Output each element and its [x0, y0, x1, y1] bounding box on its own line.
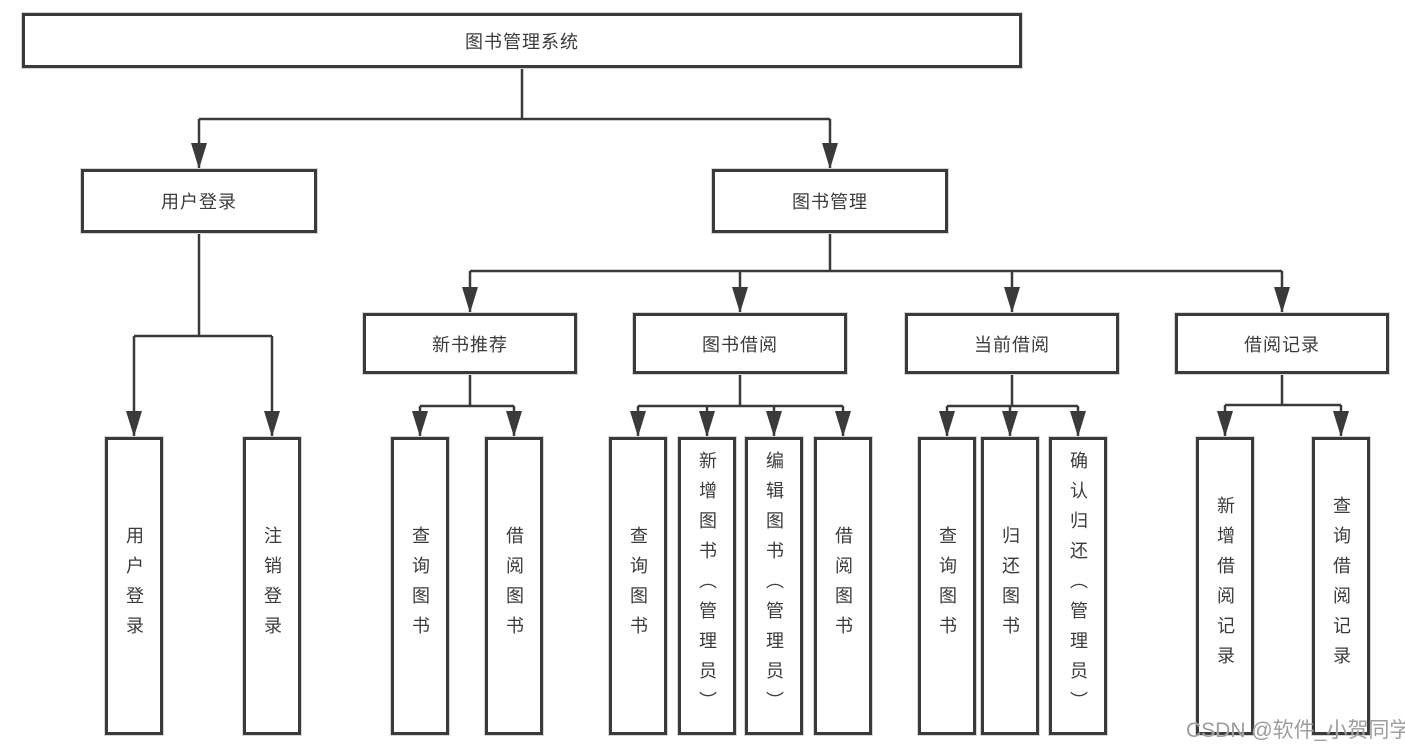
arrowhead-icon [1004, 287, 1020, 313]
arrowhead-icon [1274, 287, 1290, 313]
arrowhead-icon [126, 411, 142, 437]
node-book-management: 图书管理 [712, 169, 948, 233]
connector-root-to-level2 [197, 67, 832, 169]
leaf-add-books-admin: 新增图书（管理员） [678, 437, 736, 735]
node-label: 新书推荐 [432, 334, 508, 355]
leaf-label: 查询图书 [937, 526, 957, 646]
node-new-book-recommend: 新书推荐 [363, 313, 577, 374]
arrowhead-icon [506, 411, 522, 437]
connector-borrow-records-to-leaves [1223, 374, 1343, 437]
arrowhead-icon [699, 411, 715, 437]
leaf-borrow-books: 借阅图书 [814, 437, 872, 735]
arrowhead-icon [822, 143, 838, 169]
leaf-label: 注销登录 [262, 526, 282, 646]
node-root-library-management-system: 图书管理系统 [22, 13, 1022, 68]
node-label: 当前借阅 [974, 334, 1050, 355]
leaf-recommend-query-books: 查询图书 [391, 437, 449, 735]
arrowhead-icon [462, 287, 478, 313]
arrowhead-icon [732, 287, 748, 313]
leaf-label: 查询图书 [410, 526, 430, 646]
leaf-borrow-query-books: 查询图书 [609, 437, 667, 735]
arrowhead-icon [835, 411, 851, 437]
leaf-label: 查询借阅记录 [1331, 496, 1351, 676]
leaf-label: 确认归还（管理员） [1068, 451, 1088, 721]
leaf-label: 借阅图书 [833, 526, 853, 646]
node-label: 图书管理 [792, 192, 868, 212]
leaf-label: 编辑图书（管理员） [764, 451, 784, 721]
arrowhead-icon [939, 411, 955, 437]
csdn-watermark: CSDN @软件_小贺同学 [1186, 719, 1405, 742]
node-label: 借阅记录 [1244, 334, 1320, 355]
leaf-return-books: 归还图书 [981, 437, 1039, 735]
node-user-login: 用户登录 [81, 169, 317, 233]
arrowhead-icon [1217, 411, 1233, 437]
node-label: 图书借阅 [702, 334, 778, 355]
leaf-label: 借阅图书 [504, 526, 524, 646]
node-current-borrow: 当前借阅 [905, 313, 1119, 374]
connector-book-management-to-level3 [468, 233, 1284, 313]
connector-user-login-to-leaves [132, 233, 274, 437]
node-book-borrow: 图书借阅 [633, 313, 847, 374]
leaf-current-query-books: 查询图书 [918, 437, 976, 735]
leaf-edit-books-admin: 编辑图书（管理员） [745, 437, 803, 735]
arrowhead-icon [264, 411, 280, 437]
connector-book-borrow-to-leaves [636, 374, 845, 437]
leaf-label: 新增借阅记录 [1215, 496, 1235, 676]
arrowhead-icon [766, 411, 782, 437]
node-borrow-records: 借阅记录 [1175, 313, 1389, 374]
leaf-label: 新增图书（管理员） [697, 451, 717, 721]
leaf-recommend-borrow-books: 借阅图书 [485, 437, 543, 735]
arrowhead-icon [1002, 411, 1018, 437]
node-label: 用户登录 [161, 192, 237, 212]
node-label: 图书管理系统 [465, 31, 579, 52]
leaf-add-borrow-record: 新增借阅记录 [1196, 437, 1254, 735]
leaf-confirm-return-admin: 确认归还（管理员） [1049, 437, 1107, 735]
arrowhead-icon [1333, 411, 1349, 437]
arrowhead-icon [1070, 411, 1086, 437]
connector-new-book-recommend-to-leaves [418, 374, 516, 437]
arrowhead-icon [412, 411, 428, 437]
leaf-label: 用户登录 [124, 526, 144, 646]
arrowhead-icon [630, 411, 646, 437]
leaf-user-login: 用户登录 [105, 437, 163, 735]
arrowhead-icon [191, 143, 207, 169]
leaf-query-borrow-record: 查询借阅记录 [1312, 437, 1370, 735]
leaf-label: 查询图书 [628, 526, 648, 646]
leaf-logout: 注销登录 [243, 437, 301, 735]
leaf-label: 归还图书 [1000, 526, 1020, 646]
